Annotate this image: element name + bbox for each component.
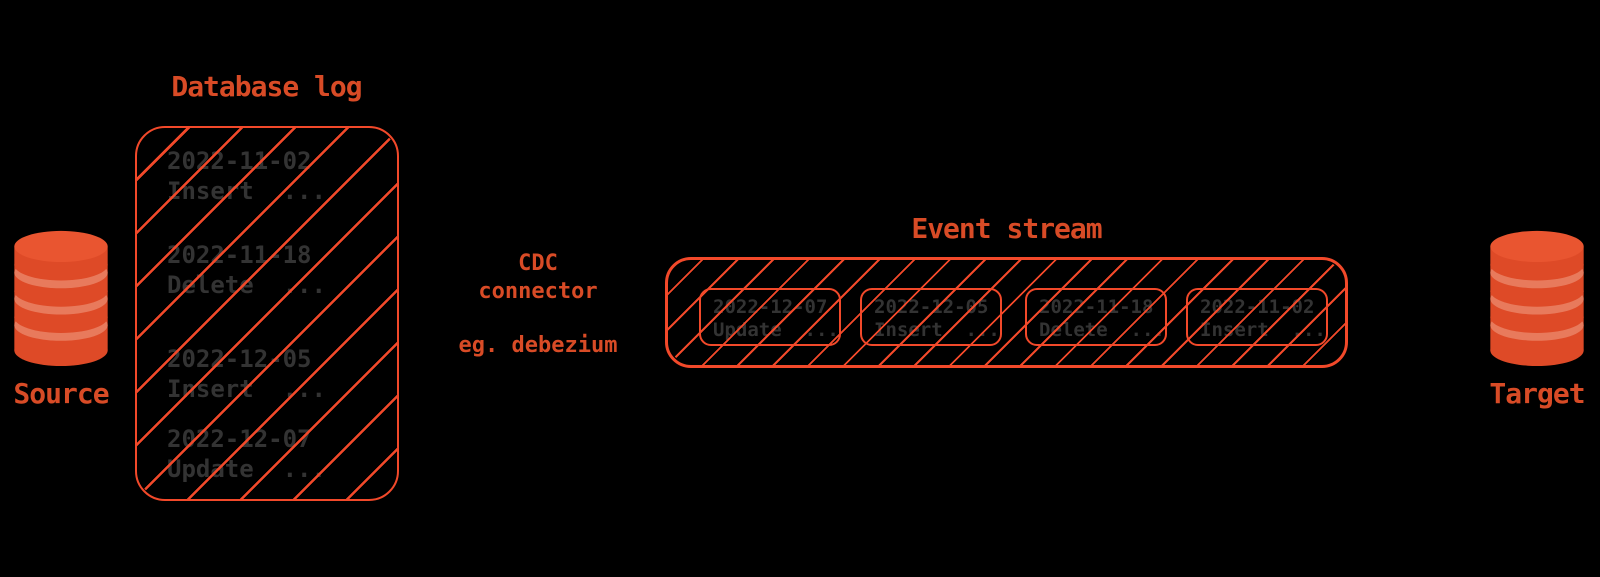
- source-label: Source: [13, 377, 109, 410]
- source-database: Source: [8, 227, 114, 410]
- target-database: Target: [1484, 227, 1590, 410]
- cdc-connector-line1: CDC: [518, 251, 558, 276]
- database-log-box: 2022-11-02 Insert ... 2022-11-18 Delete …: [135, 126, 399, 501]
- event-stream-title: Event stream: [911, 212, 1102, 245]
- event-card: 2022-12-05 Insert ...: [860, 288, 1002, 346]
- event-card: 2022-11-02 Insert ...: [1186, 288, 1328, 346]
- log-entry-date: 2022-12-07: [167, 425, 312, 453]
- log-entry-date: 2022-11-18: [167, 241, 312, 269]
- database-cylinder-icon: [14, 230, 108, 367]
- event-operation: Delete ...: [1039, 319, 1165, 341]
- cdc-connector-example: eg. debezium: [458, 333, 618, 358]
- log-entry: 2022-11-02 Insert ...: [167, 146, 326, 206]
- cdc-connector-line2: connector: [478, 279, 598, 304]
- event-card: 2022-11-18 Delete ...: [1025, 288, 1167, 346]
- event-date: 2022-11-18: [1039, 296, 1154, 318]
- event-operation: Insert ...: [874, 319, 1000, 341]
- log-entry-operation: Insert ...: [167, 177, 326, 205]
- event-date: 2022-11-02: [1200, 296, 1315, 318]
- log-entry: 2022-12-05 Insert ...: [167, 344, 326, 404]
- target-label: Target: [1489, 377, 1585, 410]
- event-stream-box: 2022-12-07 Update ... 2022-12-05 Insert …: [665, 257, 1348, 368]
- log-entry-operation: Delete ...: [167, 271, 326, 299]
- event-operation: Update ...: [713, 319, 839, 341]
- event-card: 2022-12-07 Update ...: [699, 288, 841, 346]
- event-date: 2022-12-05: [874, 296, 989, 318]
- log-entry: 2022-11-18 Delete ...: [167, 240, 326, 300]
- log-entry-date: 2022-11-02: [167, 147, 312, 175]
- cdc-connector-label: CDC connector eg. debezium: [440, 250, 636, 360]
- event-operation: Insert ...: [1200, 319, 1326, 341]
- database-cylinder-icon: [1490, 230, 1584, 367]
- log-entry: 2022-12-07 Update ...: [167, 424, 326, 484]
- database-log-title: Database log: [171, 70, 362, 103]
- log-entry-date: 2022-12-05: [167, 345, 312, 373]
- log-entry-operation: Insert ...: [167, 375, 326, 403]
- event-date: 2022-12-07: [713, 296, 828, 318]
- log-entry-operation: Update ...: [167, 455, 326, 483]
